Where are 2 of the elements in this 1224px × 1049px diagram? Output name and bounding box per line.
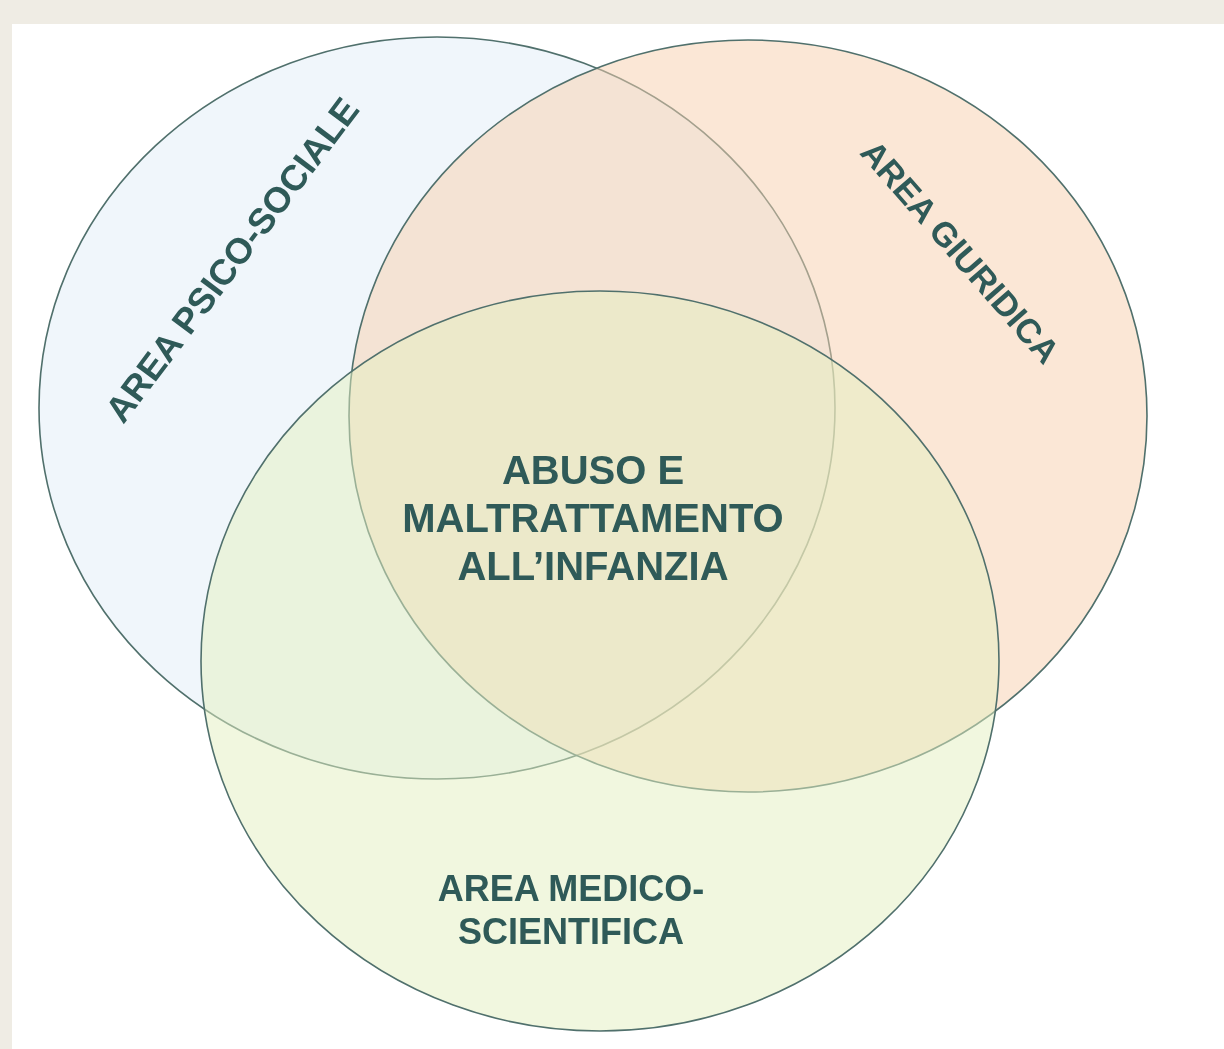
area-label: AREA MEDICO- SCIENTIFICA — [436, 866, 706, 954]
overlap-label: ABUSO E MALTRATTAMENTO ALL’INFANZIA — [401, 447, 785, 590]
